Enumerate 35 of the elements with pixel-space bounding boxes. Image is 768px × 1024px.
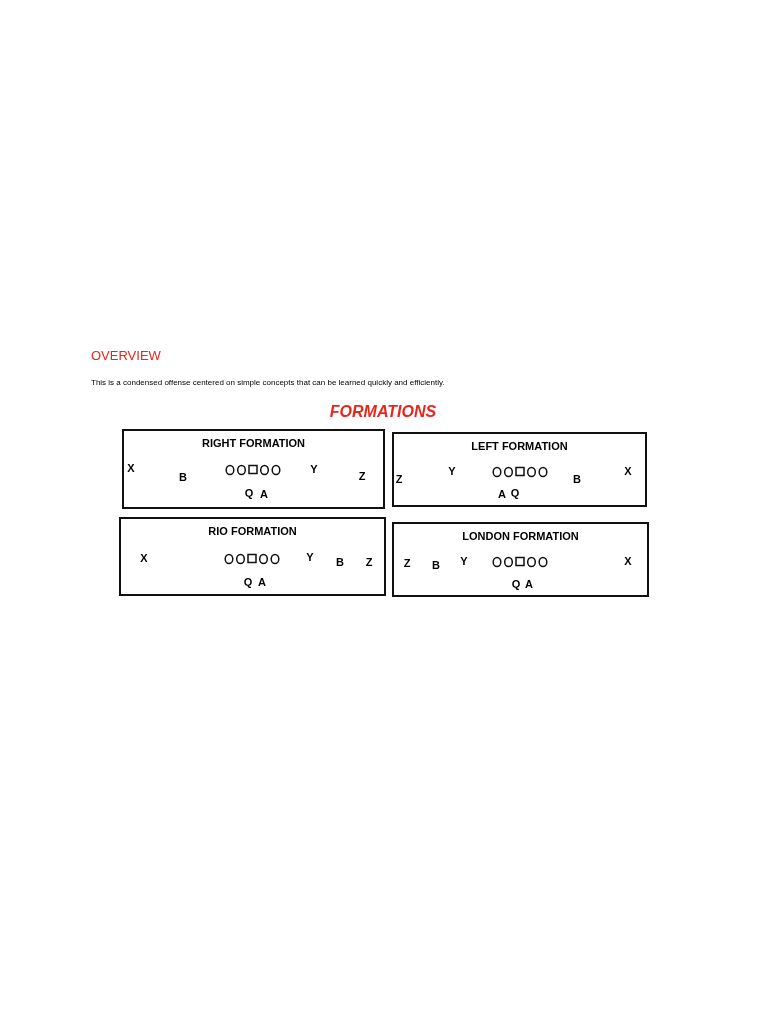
formation-title: RIGHT FORMATION — [200, 437, 307, 449]
player-letter: Z — [358, 470, 366, 482]
player-letter: Q — [510, 487, 520, 499]
player-letter: Q — [511, 578, 521, 590]
player-letter: X — [624, 465, 632, 477]
formation-box — [392, 522, 649, 597]
player-letter: X — [624, 555, 632, 567]
formation-box — [392, 432, 647, 507]
player-letter: B — [179, 471, 187, 483]
formation-box — [119, 517, 386, 596]
overview-text: This is a condensed offense centered on simple concepts that can be learned quickly and efficiently. — [91, 378, 445, 387]
player-letter: A — [260, 488, 268, 500]
player-letter: Z — [395, 473, 403, 485]
player-letter: B — [336, 556, 344, 568]
player-letter: Z — [365, 556, 373, 568]
player-letter: A — [525, 578, 533, 590]
formation-box — [122, 429, 385, 509]
formation-title: LEFT FORMATION — [470, 440, 569, 452]
player-letter: Q — [243, 576, 253, 588]
player-letter: B — [573, 473, 581, 485]
player-letter: Y — [448, 465, 456, 477]
formation-title: RIO FORMATION — [207, 525, 298, 537]
player-letter: Z — [403, 557, 411, 569]
player-letter: Q — [244, 487, 254, 499]
formation-title: LONDON FORMATION — [461, 530, 580, 542]
player-letter: A — [258, 576, 266, 588]
player-letter: Y — [460, 555, 468, 567]
player-letter: A — [498, 488, 506, 500]
player-letter: X — [140, 552, 148, 564]
player-letter: Y — [310, 463, 318, 475]
page-title: FORMATIONS — [328, 403, 438, 421]
player-letter: Y — [306, 551, 314, 563]
player-letter: X — [127, 462, 135, 474]
section-heading: OVERVIEW — [91, 348, 161, 363]
player-letter: B — [432, 559, 440, 571]
